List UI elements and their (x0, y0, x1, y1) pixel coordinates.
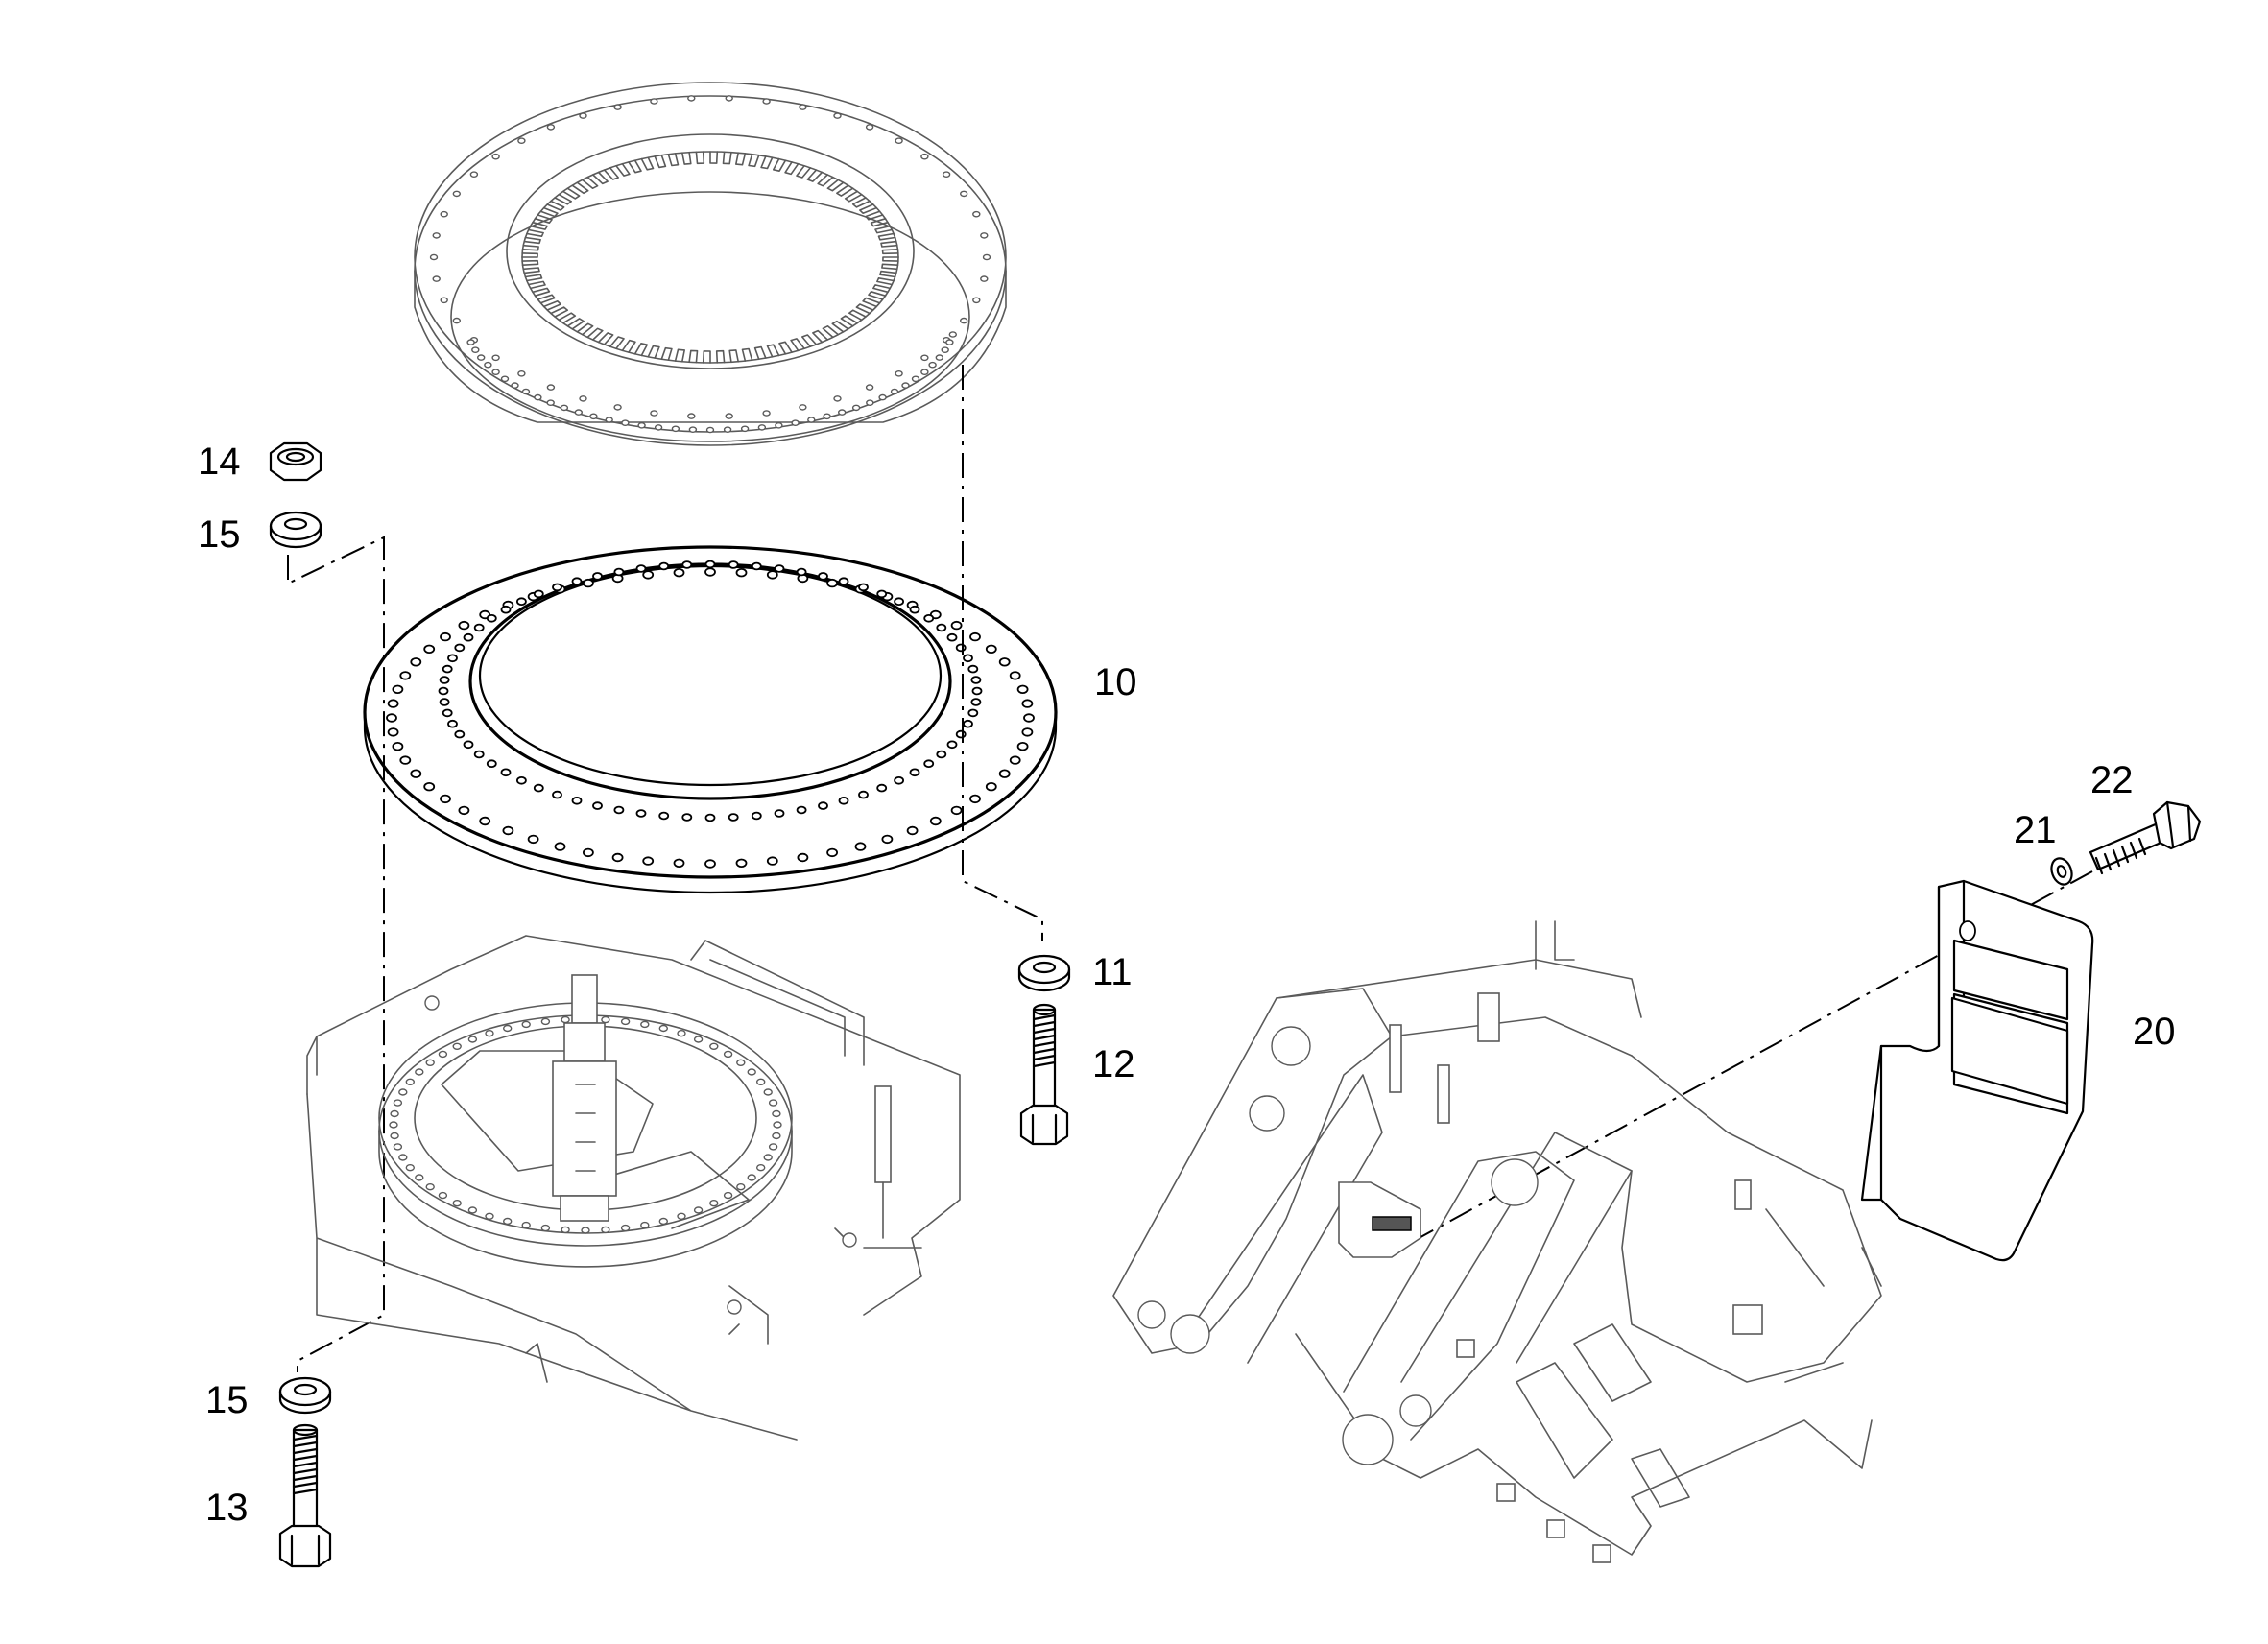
callout-22: 22 (2090, 759, 2134, 801)
washer-15-lower (278, 1376, 332, 1415)
cover-plate-20 (1860, 879, 2094, 1262)
turntable-base (306, 935, 961, 1441)
slewing-ring (414, 82, 1007, 446)
bolt-12 (1019, 1003, 1069, 1146)
callout-15-upper: 15 (198, 513, 241, 556)
washer-11 (1017, 954, 1071, 992)
assembly-centerlines (287, 365, 2093, 1372)
callout-15-lower: 15 (205, 1379, 249, 1421)
callout-labels: 10 11 12 13 14 15 15 20 21 22 (198, 441, 2176, 1529)
ring-gear-teeth (521, 151, 899, 364)
turntable-bolt-holes (389, 1015, 782, 1234)
callout-13: 13 (205, 1487, 249, 1529)
main-frame (1112, 920, 1882, 1563)
callout-20: 20 (2133, 1011, 2176, 1053)
callout-14: 14 (198, 441, 241, 483)
callout-10: 10 (1094, 661, 1137, 703)
callout-21: 21 (2014, 809, 2057, 851)
shim-plate-inner-holes (438, 560, 983, 822)
bolt-22 (2089, 800, 2202, 875)
washer-15-upper (269, 511, 322, 549)
washer-21 (2050, 857, 2073, 886)
bearing-shim-plate (363, 545, 1058, 894)
callout-12: 12 (1092, 1043, 1135, 1085)
callout-11: 11 (1092, 951, 1133, 993)
slewing-ring-bolt-holes (429, 95, 991, 434)
bolt-13 (278, 1423, 332, 1568)
nut-14 (269, 441, 322, 482)
